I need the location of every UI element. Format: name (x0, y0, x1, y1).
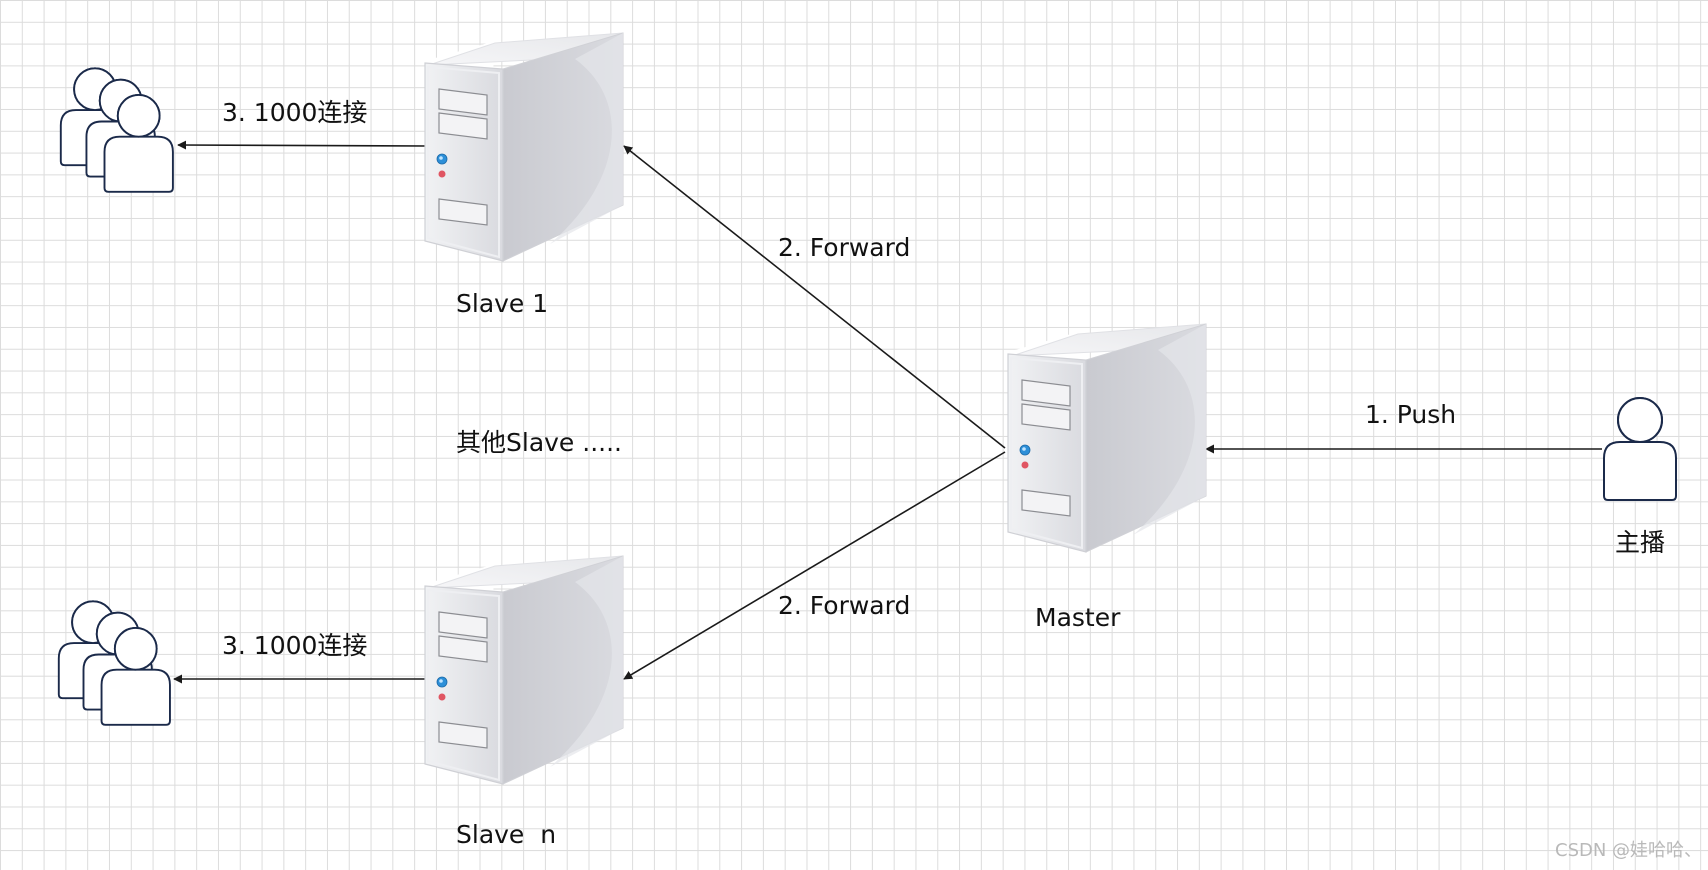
other-slaves-label: 其他Slave ..... (456, 428, 622, 457)
watermark: CSDN @娃哈哈、 (1555, 840, 1703, 861)
conn-bottom-edge-label: 3. 1000连接 (222, 631, 368, 660)
server-icon (424, 32, 624, 262)
user-group-icon (59, 67, 174, 193)
edge-forward-top (623, 145, 1006, 449)
user-icon (1603, 397, 1677, 501)
server-icon (424, 555, 624, 785)
slave-n-label: Slave n (456, 820, 557, 849)
forward-bottom-edge-label: 2. Forward (778, 591, 911, 620)
edge-conn-top (177, 140, 428, 150)
slave-1-label: Slave 1 (456, 289, 549, 318)
conn-top-edge-label: 3. 1000连接 (222, 98, 368, 127)
user-group-icon (57, 600, 171, 726)
server-icon (1007, 323, 1207, 553)
push-edge-label: 1. Push (1365, 400, 1457, 429)
forward-top-edge-label: 2. Forward (778, 233, 911, 262)
edge-forward-bottom (623, 451, 1006, 680)
anchor-label: 主播 (1615, 528, 1666, 557)
master-label: Master (1035, 603, 1121, 632)
